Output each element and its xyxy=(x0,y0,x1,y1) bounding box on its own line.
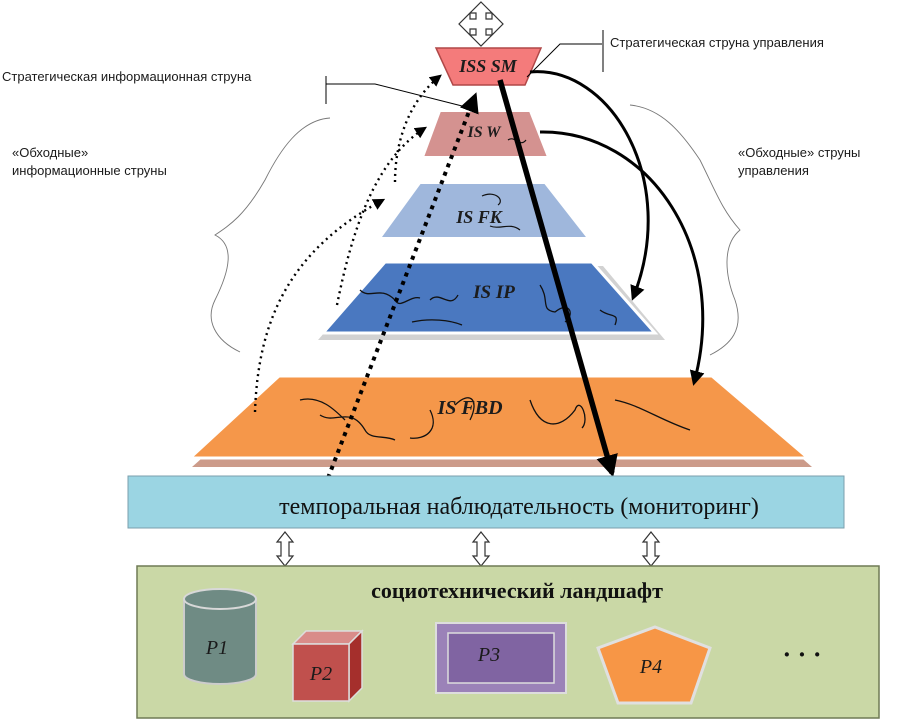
strategic-info-leader xyxy=(326,83,471,109)
level-label-iss-sm: ISS SM xyxy=(458,56,518,76)
double-arrow-icon xyxy=(471,531,491,567)
p4-label: P4 xyxy=(639,656,662,678)
p3-label: P3 xyxy=(477,644,500,666)
landscape-ellipsis: · · · xyxy=(782,640,821,669)
p4-pentagon: P4 xyxy=(596,625,712,705)
double-arrow-icons xyxy=(275,531,661,567)
level-label-is-fbd: IS FBD xyxy=(436,397,502,419)
level-is-fbd: IS FBD xyxy=(186,374,813,467)
level-label-is-ip: IS IP xyxy=(472,282,515,303)
level-is-fk: IS FK xyxy=(378,182,591,239)
bypass-control-arrows xyxy=(529,70,705,386)
label-strategic-control-string: Стратегическая струна управления xyxy=(610,35,824,50)
level-is-ip: IS IP xyxy=(318,260,665,340)
level-iss-sm: ISS SM xyxy=(434,47,543,86)
p2-label: P2 xyxy=(309,663,332,685)
four-way-arrow-icon xyxy=(458,1,504,47)
label-bypass-control-line1: «Обходные» струны xyxy=(738,145,860,160)
label-strategic-info-string: Стратегическая информационная струна xyxy=(2,69,252,84)
monitoring-bar: темпоральная наблюдательность (мониторин… xyxy=(127,475,845,529)
p1-label: P1 xyxy=(205,637,228,659)
level-label-is-fk: IS FK xyxy=(455,207,504,227)
double-arrow-icon xyxy=(275,531,295,567)
p3-frame: P3 xyxy=(435,622,567,694)
label-bypass-info-line1: «Обходные» xyxy=(12,145,88,160)
strategic-control-leader xyxy=(526,43,602,78)
landscape-title: социотехнический ландшафт xyxy=(371,578,663,603)
label-bypass-control-line2: управления xyxy=(738,163,809,178)
bypass-info-brace xyxy=(210,117,331,353)
level-is-w: IS W xyxy=(421,110,550,158)
level-label-is-w: IS W xyxy=(466,124,502,141)
p2-cube: P2 xyxy=(291,629,364,703)
monitoring-label: темпоральная наблюдательность (мониторин… xyxy=(279,494,759,520)
strategic-control-arrow xyxy=(497,79,618,478)
p1-cylinder: P1 xyxy=(183,588,257,685)
bypass-info-arrows xyxy=(253,74,442,413)
landscape-panel: социотехнический ландшафт P1 P2 P3 P4 · … xyxy=(136,565,880,719)
bypass-control-brace xyxy=(629,104,741,356)
double-arrow-icon xyxy=(641,531,661,567)
label-bypass-info-line2: информационные струны xyxy=(12,163,167,178)
